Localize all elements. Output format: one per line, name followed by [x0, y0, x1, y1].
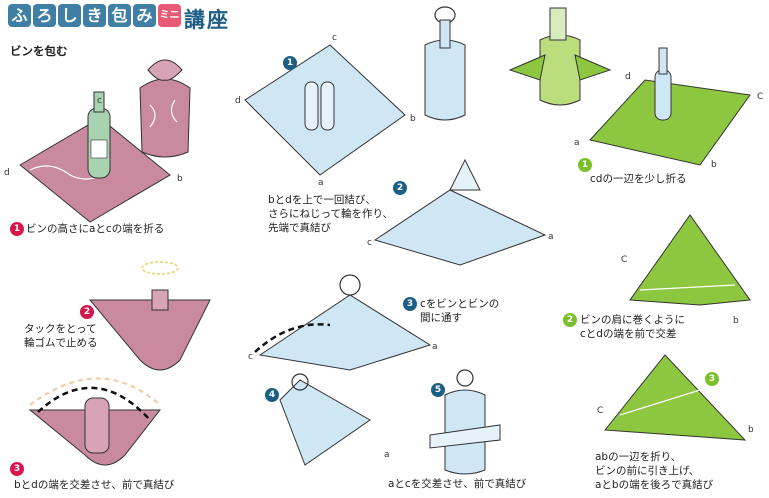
step-caption: ビンの肩に巻くように [580, 314, 685, 326]
corner-label: b [177, 174, 183, 184]
step-number: 3 [705, 372, 719, 386]
step-number: 3 [403, 297, 417, 311]
title-char: 包 [108, 4, 131, 27]
green-finished-illustration [508, 7, 612, 106]
blue-step4-illustration [279, 373, 371, 466]
step-caption: cdの一辺を少し折る [590, 173, 687, 185]
title-char: ろ [33, 4, 56, 27]
step-caption: ビンの高さにaとcの端を折る [26, 223, 165, 235]
step-caption: abの一辺を折り、 [595, 451, 682, 463]
step-number: 1 [578, 158, 592, 172]
pink-finished-illustration [139, 59, 191, 158]
corner-label: b [733, 316, 739, 326]
green-step2-illustration [629, 214, 751, 306]
step-caption: 間に通す [420, 312, 462, 324]
step-number: 1 [10, 222, 24, 236]
step-number: 2 [393, 181, 407, 195]
title-char: し [58, 4, 81, 27]
step-number: 1 [283, 56, 297, 70]
corner-label: C [621, 255, 628, 265]
corner-label: a [548, 232, 554, 242]
pink-step2-illustration [88, 261, 211, 371]
corner-label: b [711, 160, 717, 170]
step-number: 4 [265, 388, 279, 402]
title-char: き [83, 4, 106, 27]
corner-label: b [410, 114, 416, 124]
step-number: 2 [80, 305, 94, 319]
step-caption: cとdの端を前で交差 [580, 328, 677, 340]
step-caption: 先端で真結び [268, 222, 331, 234]
corner-label: C [597, 406, 604, 416]
corner-label: c [332, 33, 337, 43]
corner-label: C [757, 92, 764, 102]
corner-label: a [432, 342, 438, 352]
corner-label: d [4, 168, 10, 178]
corner-label: c [248, 352, 253, 362]
step-caption: bとdを上で一回結び、 [268, 194, 376, 206]
green-step1-illustration [589, 47, 751, 166]
title-kanji: 講 [184, 8, 205, 32]
step-caption: さらにねじって輪を作り、 [268, 208, 394, 220]
corner-label: b [748, 425, 754, 435]
title-kanji: 座 [207, 8, 228, 32]
corner-label: a [574, 138, 580, 148]
step-caption: ビンの前に引き上げ、 [595, 465, 700, 477]
blue-step2-illustration [373, 158, 547, 266]
page-subtitle: ビンを包む [10, 44, 68, 58]
blue-step3-illustration [254, 274, 432, 371]
pink-step3-illustration [28, 377, 162, 466]
blue-finished-illustration [424, 6, 466, 121]
blue-step1-illustration [244, 44, 406, 176]
step-caption: aとbの端を後ろで真結び [595, 479, 714, 491]
step-caption: bとdの端を交差させ、前で真結び [14, 479, 175, 491]
title-mini-badge: ミニ [158, 4, 181, 27]
title-char: ふ [8, 4, 31, 27]
corner-label: c [367, 238, 372, 248]
corner-label: a [384, 450, 390, 460]
step-caption: aとcを交差させ、前で真結び [388, 478, 527, 490]
corner-label: c [97, 96, 102, 106]
step-number: 5 [431, 383, 445, 397]
corner-label: a [318, 178, 324, 188]
step-number: 3 [10, 462, 24, 476]
corner-label: d [235, 96, 241, 106]
step-number: 2 [563, 313, 577, 327]
title-char: み [133, 4, 156, 27]
step-caption: cをビンとビンの [420, 298, 500, 310]
corner-label: d [625, 72, 631, 82]
step-caption: タックをとって [24, 323, 97, 335]
blue-step5-illustration [429, 369, 501, 475]
green-step3-illustration [604, 354, 747, 441]
pink-step1-illustration [19, 91, 171, 223]
step-caption: 輪ゴムで止める [24, 337, 98, 349]
